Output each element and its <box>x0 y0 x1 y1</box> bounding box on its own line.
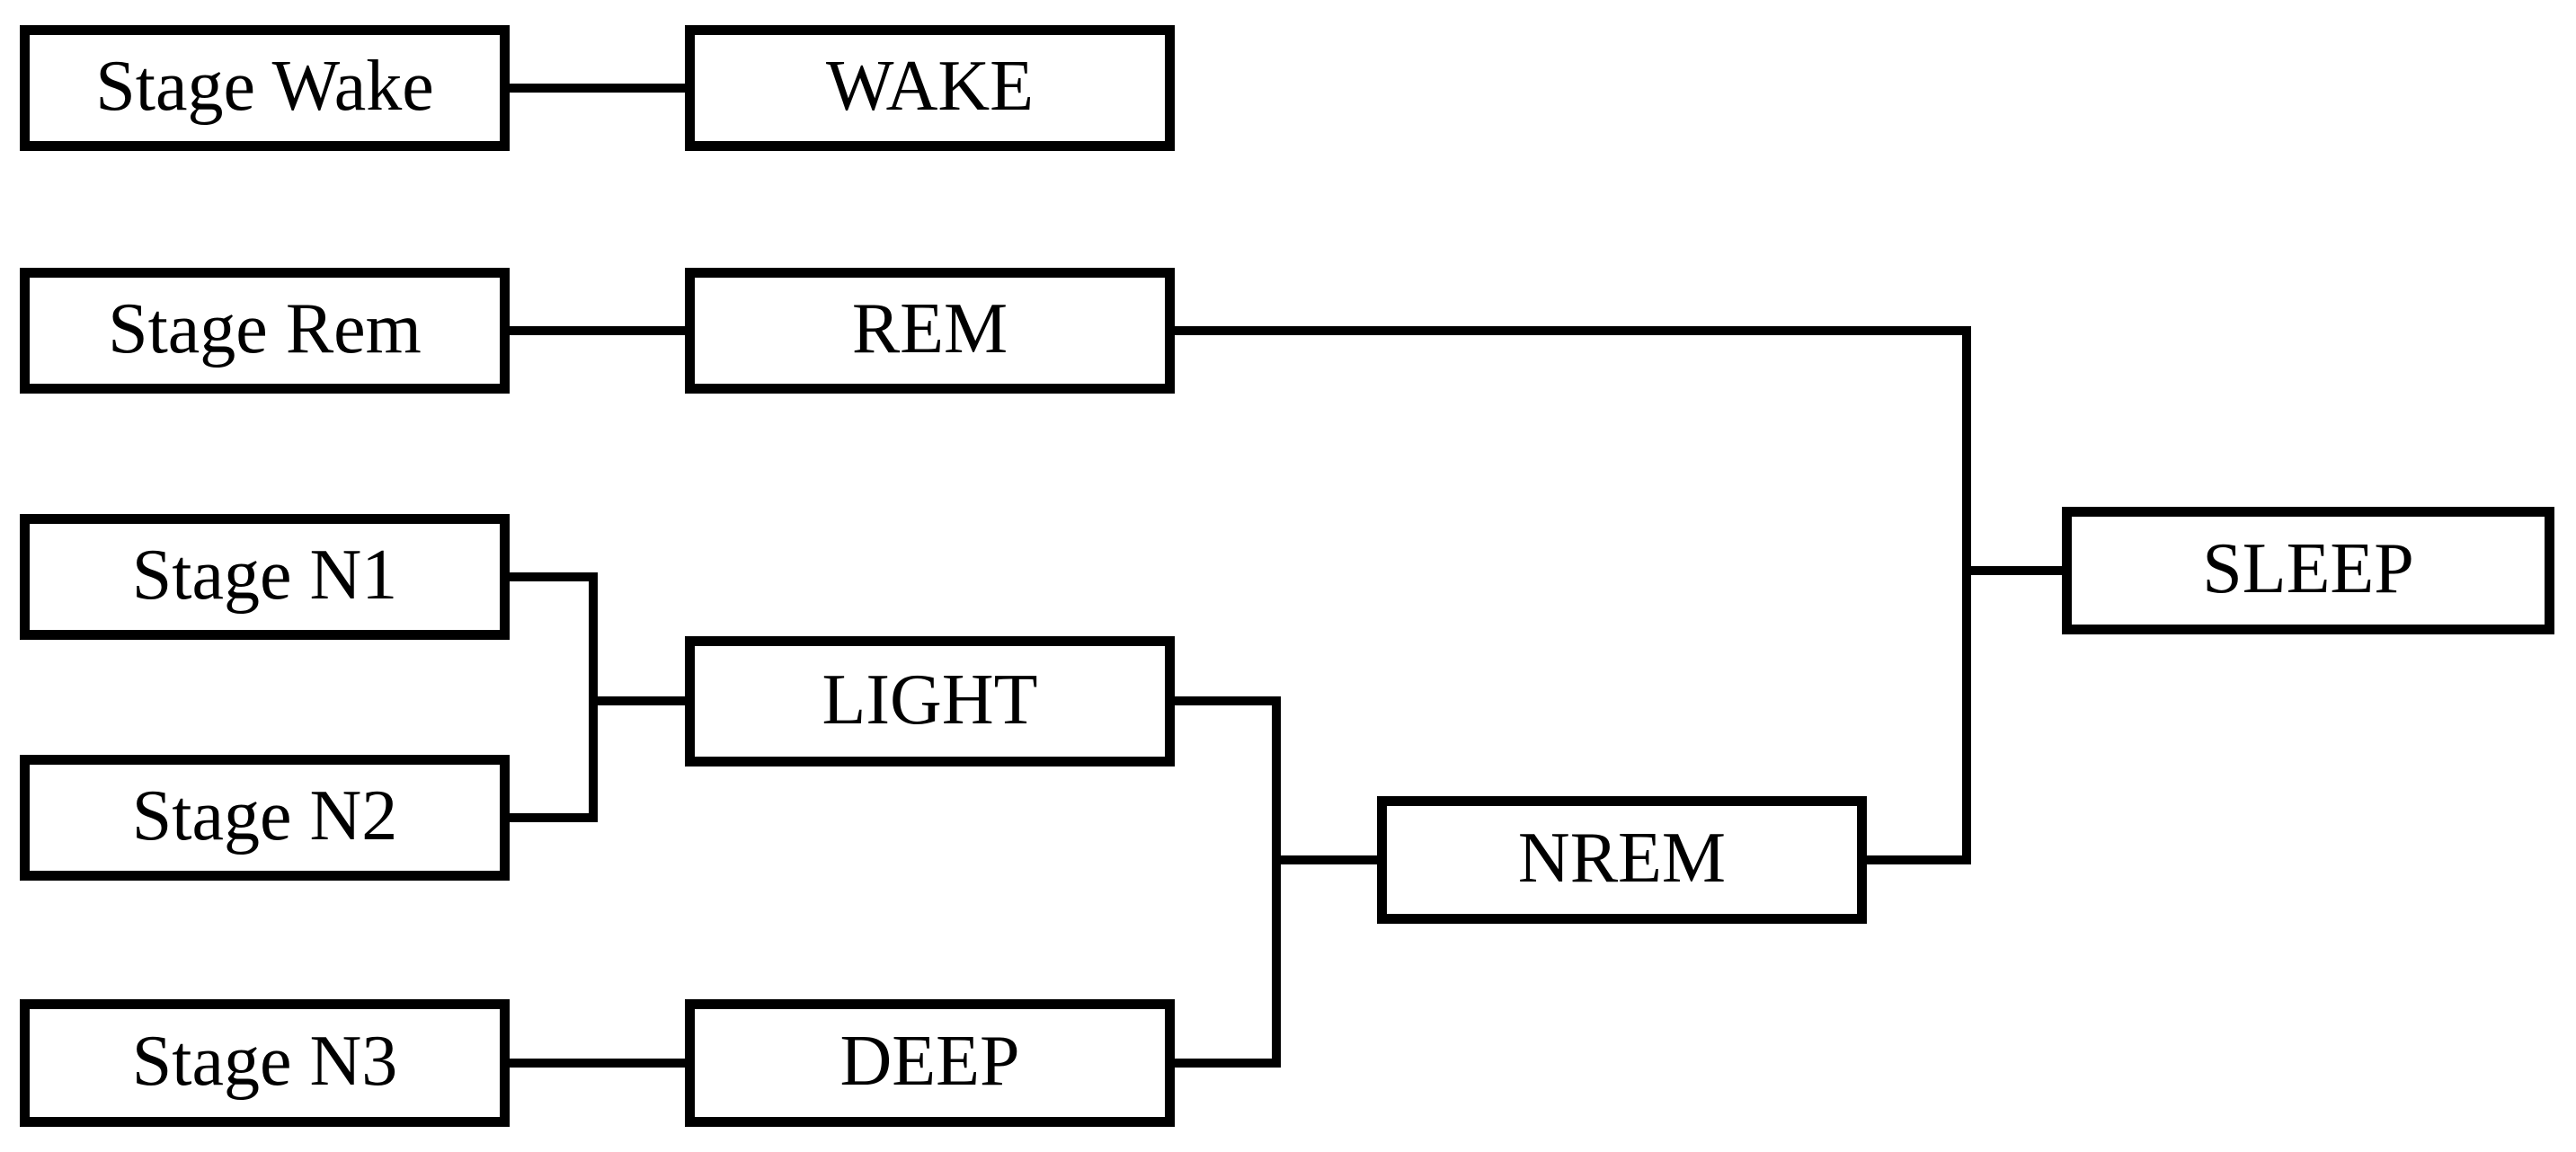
node-label-stage-n3: Stage N3 <box>131 1022 398 1101</box>
node-rem: REM <box>685 268 1175 394</box>
node-label-nrem: NREM <box>1517 819 1727 898</box>
node-nrem: NREM <box>1377 796 1867 924</box>
node-label-stage-n2: Stage N2 <box>131 776 398 855</box>
connector-light-to-nrem-bracket <box>1175 696 1281 1068</box>
node-label-light: LIGHT <box>822 660 1038 740</box>
node-light: LIGHT <box>685 636 1175 767</box>
node-deep: DEEP <box>685 999 1175 1127</box>
node-label-sleep: SLEEP <box>2202 529 2414 608</box>
node-label-deep: DEEP <box>839 1022 1020 1101</box>
node-wake: WAKE <box>685 25 1175 151</box>
node-label-rem: REM <box>851 289 1008 368</box>
node-label-stage-n1: Stage N1 <box>131 536 398 615</box>
node-label-stage-wake: Stage Wake <box>95 47 434 126</box>
node-stage-n1: Stage N1 <box>20 514 510 640</box>
connector-stage-n1-to-light-bracket <box>510 572 598 822</box>
connector-rem-to-sleep-bracket <box>1175 326 1971 864</box>
node-stage-n2: Stage N2 <box>20 755 510 881</box>
node-stage-wake: Stage Wake <box>20 25 510 151</box>
node-label-stage-rem: Stage Rem <box>108 289 422 368</box>
node-stage-n3: Stage N3 <box>20 999 510 1127</box>
node-sleep: SLEEP <box>2062 507 2554 634</box>
node-stage-rem: Stage Rem <box>20 268 510 394</box>
node-label-wake: WAKE <box>825 47 1035 126</box>
